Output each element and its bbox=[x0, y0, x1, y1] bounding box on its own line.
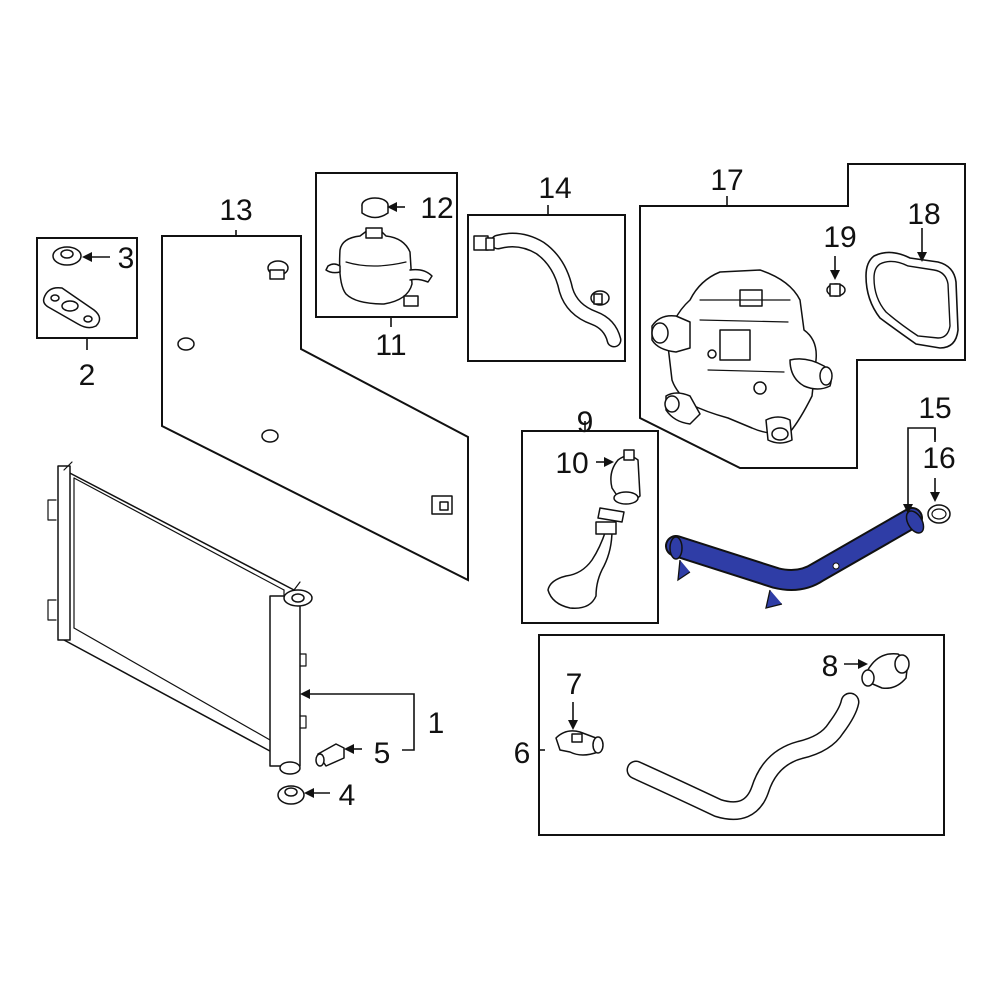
callout-2: 2 bbox=[79, 359, 96, 392]
group-6-hose bbox=[538, 634, 945, 836]
frame-11 bbox=[315, 172, 458, 318]
part-11-tank bbox=[325, 227, 433, 307]
part-19-clip bbox=[826, 283, 846, 297]
leaders-15-16 bbox=[903, 427, 940, 514]
callout-12: 12 bbox=[420, 192, 453, 225]
group-11-reservoir bbox=[315, 172, 458, 327]
part-3-nut bbox=[52, 246, 82, 266]
frame-14 bbox=[467, 214, 626, 362]
callout-10: 10 bbox=[555, 447, 588, 480]
part-12-cap bbox=[361, 197, 389, 219]
group-13-line bbox=[161, 230, 469, 582]
connector-13 bbox=[431, 495, 453, 515]
part-16-oring bbox=[927, 504, 951, 524]
group-17-thermostat-housing bbox=[639, 163, 966, 469]
group-1-radiator bbox=[47, 461, 415, 805]
callout-14: 14 bbox=[538, 172, 571, 205]
part-8-connector bbox=[861, 652, 910, 690]
leader-1 bbox=[306, 693, 415, 751]
part-5-plug bbox=[315, 743, 345, 767]
callout-1: 1 bbox=[428, 707, 445, 740]
part-4-mount bbox=[277, 785, 305, 805]
group-9-hose bbox=[521, 421, 659, 624]
callout-17: 17 bbox=[710, 164, 743, 197]
group-2-bracket bbox=[36, 237, 138, 350]
callout-19: 19 bbox=[823, 221, 856, 254]
callout-3: 3 bbox=[118, 242, 135, 275]
callout-16: 16 bbox=[922, 442, 955, 475]
frame-17 bbox=[639, 163, 966, 469]
part-2-bracket bbox=[42, 286, 101, 329]
clip-14b bbox=[590, 290, 610, 306]
callout-4: 4 bbox=[339, 779, 356, 812]
callout-15: 15 bbox=[918, 392, 951, 425]
group-14-hose bbox=[467, 205, 626, 362]
part-18-gasket bbox=[865, 251, 959, 349]
frame-6 bbox=[538, 634, 945, 836]
clip-13b bbox=[177, 337, 195, 351]
part-7-fitting bbox=[555, 730, 604, 756]
part-1-radiator bbox=[47, 461, 313, 775]
part-17-housing bbox=[651, 269, 833, 444]
callout-9: 9 bbox=[577, 406, 594, 439]
callout-11: 11 bbox=[375, 329, 406, 362]
clip-14a bbox=[473, 235, 495, 251]
callout-18: 18 bbox=[907, 198, 940, 231]
part-15-coolant-pipe bbox=[665, 507, 925, 609]
clip-13c bbox=[261, 429, 279, 443]
callout-7: 7 bbox=[566, 668, 583, 701]
frame-13 bbox=[161, 235, 469, 582]
callout-8: 8 bbox=[822, 650, 839, 683]
clip-13a bbox=[267, 260, 289, 280]
callout-5: 5 bbox=[374, 737, 391, 770]
frame-9 bbox=[521, 430, 659, 624]
part-10-connector bbox=[610, 449, 641, 505]
callout-6: 6 bbox=[514, 737, 531, 770]
callout-13: 13 bbox=[219, 194, 252, 227]
